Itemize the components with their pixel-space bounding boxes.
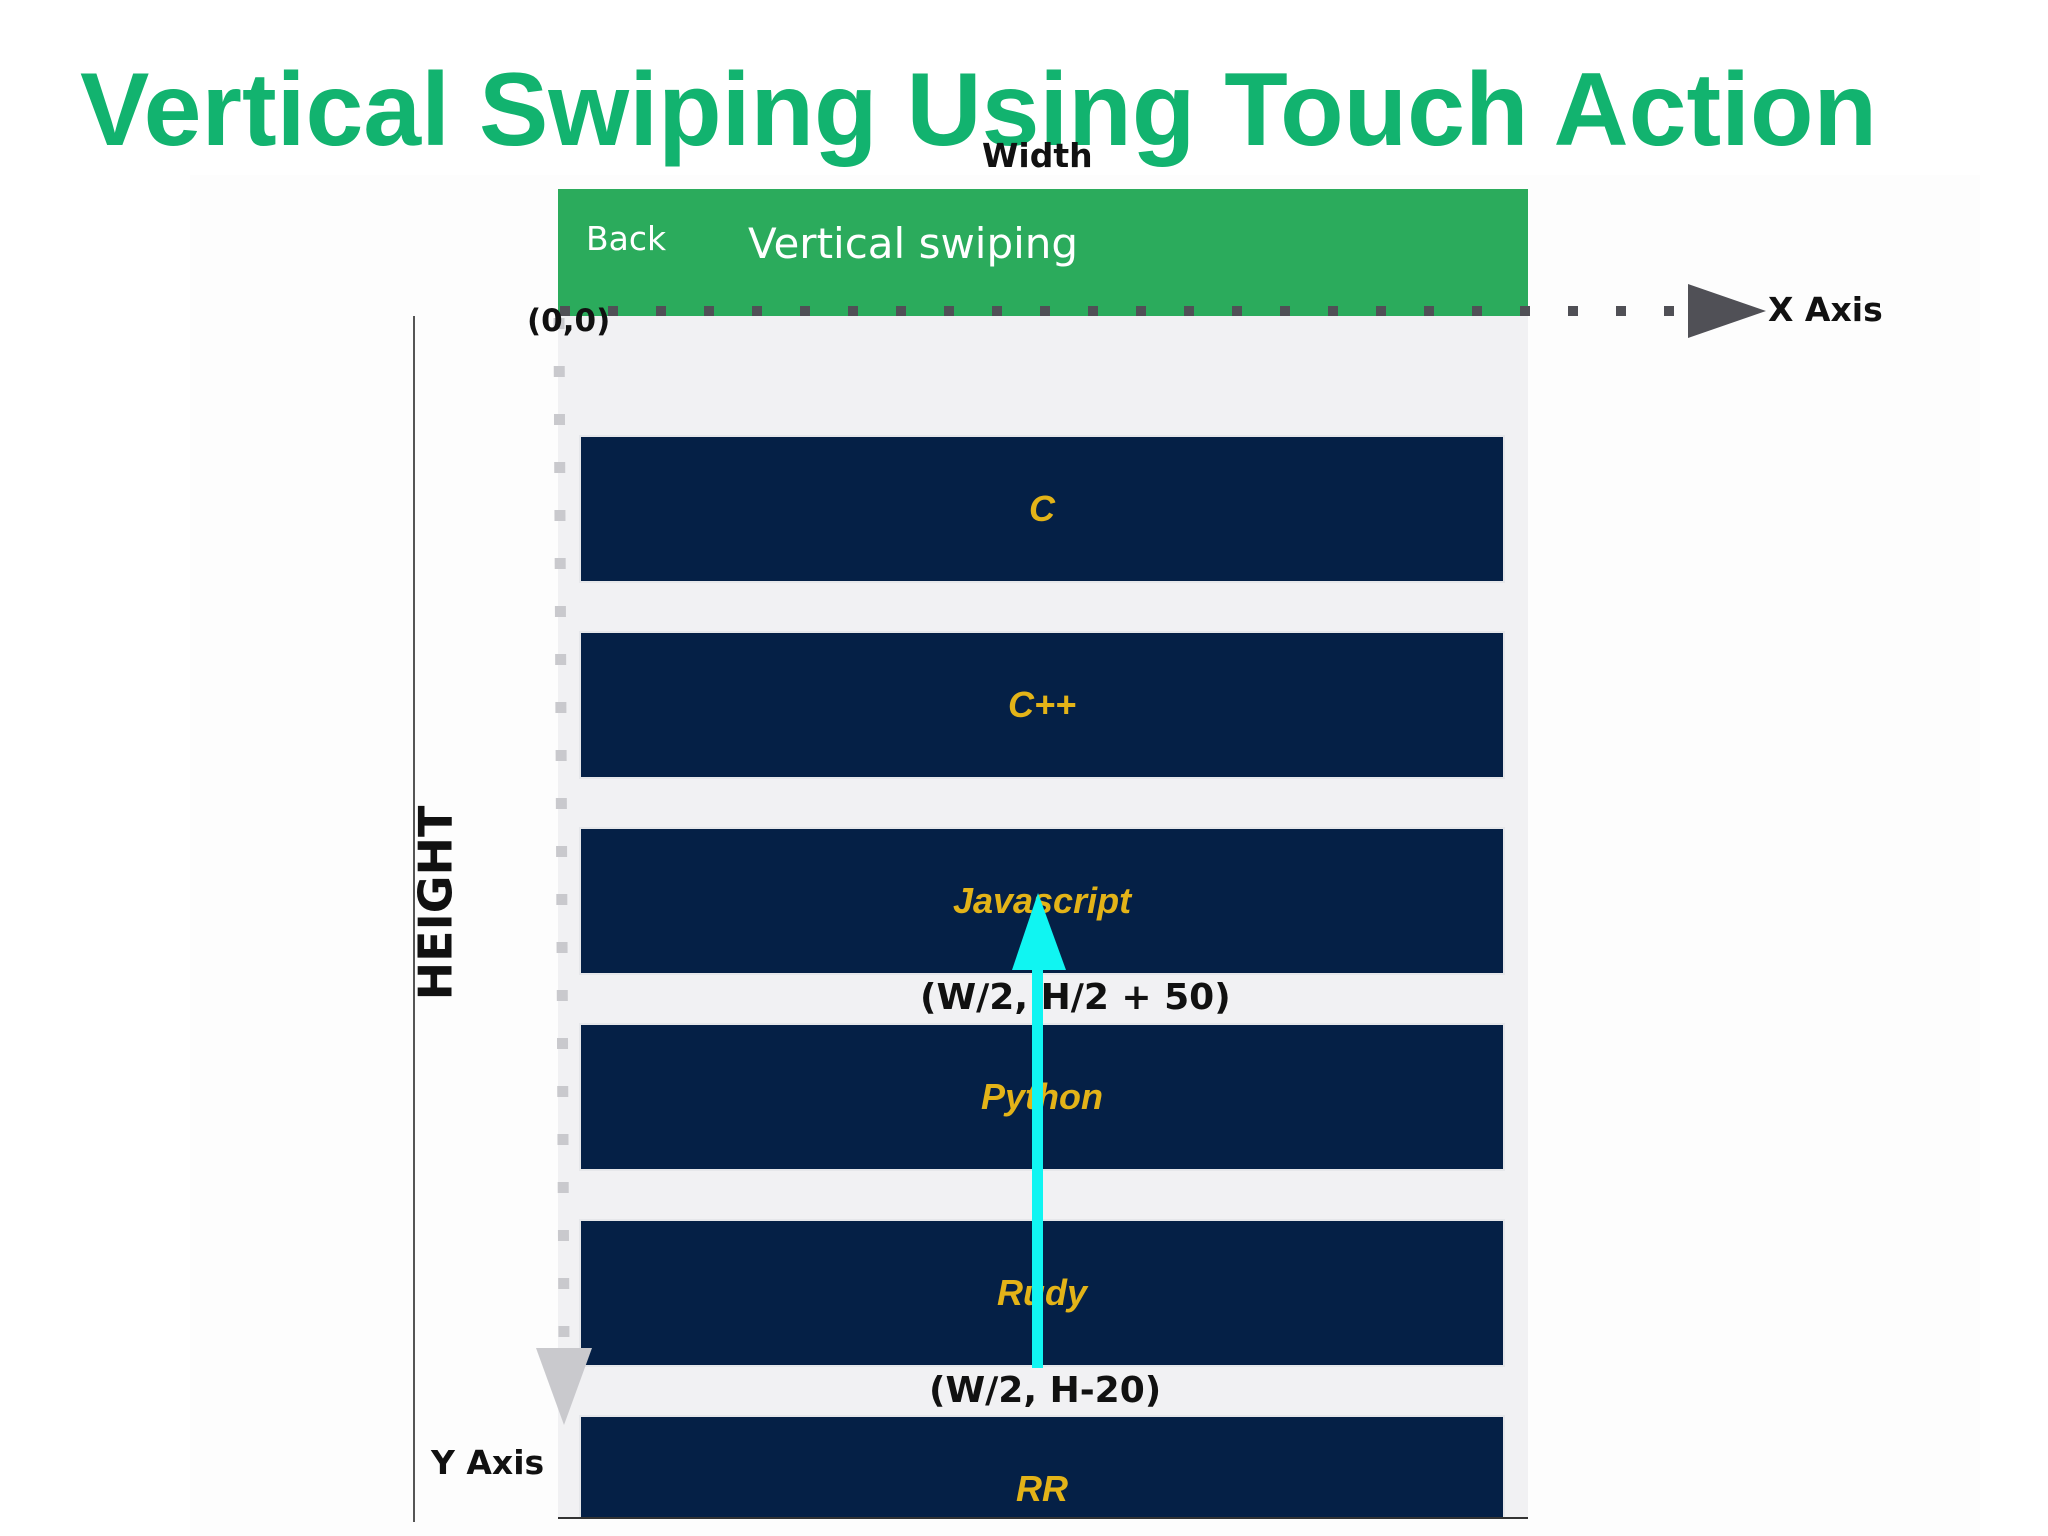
list-item-label: C xyxy=(1029,488,1055,529)
screen-title: Vertical swiping xyxy=(748,219,1079,268)
list-item-label: Python xyxy=(981,1076,1103,1117)
list-item-rudy[interactable]: Rudy xyxy=(581,1221,1503,1365)
list-item-label: Javascript xyxy=(952,880,1132,921)
x-axis-label: X Axis xyxy=(1768,290,1883,329)
height-label: HEIGHT xyxy=(408,805,463,1001)
swipe-start-label: (W/2, H-20) xyxy=(929,1370,1162,1411)
list-item-cpp[interactable]: C++ xyxy=(581,633,1503,777)
slide-title: Vertical Swiping Using Touch Action xyxy=(80,52,1878,168)
list-item-python[interactable]: Python xyxy=(581,1025,1503,1169)
width-label: Width xyxy=(982,136,1093,175)
list-item-label: C++ xyxy=(1007,684,1077,725)
list-item-label: Rudy xyxy=(997,1272,1087,1313)
app-header: Back Vertical swiping xyxy=(558,189,1528,316)
list-item-c[interactable]: C xyxy=(581,437,1503,581)
list-item-javascript[interactable]: Javascript xyxy=(581,829,1503,973)
back-button[interactable]: Back xyxy=(586,219,667,258)
list-item-rr[interactable]: RR xyxy=(581,1417,1503,1519)
y-axis-label: Y Axis xyxy=(431,1443,545,1482)
swipe-end-label: (W/2, H/2 + 50) xyxy=(920,977,1231,1018)
phone-screen: Back Vertical swiping C C++ Javascript P… xyxy=(558,189,1528,1519)
list-item-label: RR xyxy=(1016,1468,1068,1509)
origin-label: (0,0) xyxy=(527,303,611,339)
